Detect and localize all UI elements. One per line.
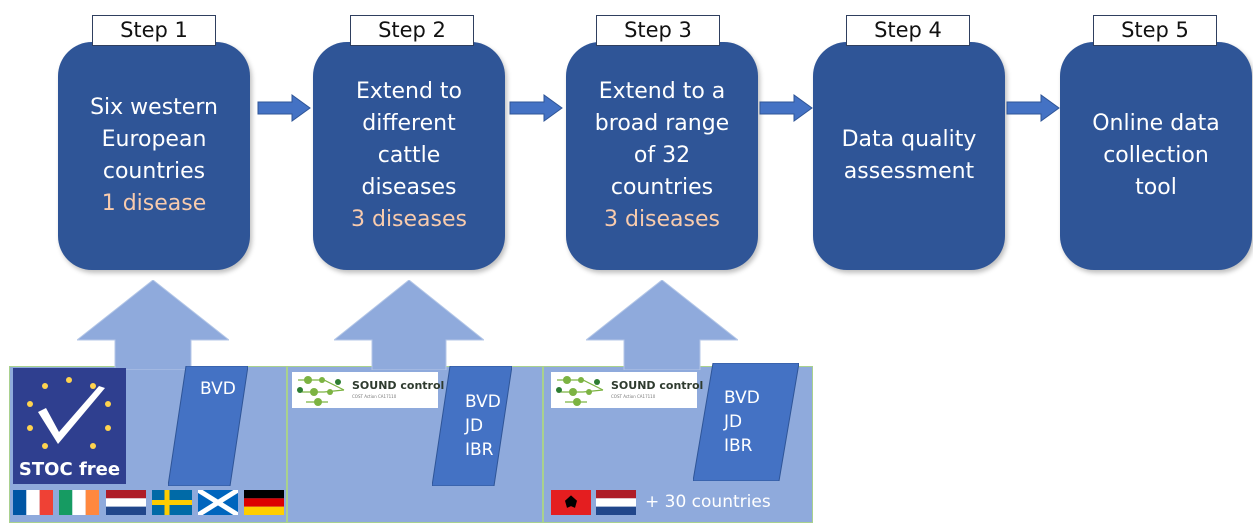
- flag-germany-icon: [244, 490, 284, 515]
- sound-control-logo: SOUND control COST Action CA17110: [551, 372, 703, 408]
- step-2-text: Extend to different cattle diseases: [355, 79, 463, 200]
- step-3-label: Step 3: [596, 15, 720, 46]
- step-5-label: Step 5: [1093, 15, 1217, 46]
- disease-list-2: BVD JD IBR: [465, 392, 501, 460]
- step-2-highlight: 3 diseases: [350, 207, 467, 232]
- step-4-box: Data quality assessment: [813, 42, 1005, 270]
- up-arrow-icon: [334, 280, 484, 370]
- step-2-label: Step 2: [350, 15, 474, 46]
- sound-control-subtitle: COST Action CA17110: [611, 394, 656, 399]
- network-icon: [297, 376, 345, 406]
- step-3-highlight: 3 diseases: [603, 207, 720, 232]
- right-arrow-icon: [509, 94, 563, 122]
- disease-box-3: [693, 363, 799, 481]
- step-1-box: Six western European countries 1 disease: [58, 42, 250, 270]
- right-arrow-icon: [1006, 94, 1060, 122]
- stoc-free-logo: STOC free: [13, 368, 126, 484]
- right-arrow-icon: [759, 94, 813, 122]
- step-5-text: Online data collection tool: [1092, 111, 1220, 200]
- sound-control-logo: SOUND control COST Action CA17110: [292, 372, 444, 408]
- sound-control-title: SOUND control: [611, 379, 704, 392]
- step-1-highlight: 1 disease: [101, 191, 207, 216]
- flag-scotland-icon: [198, 490, 238, 515]
- step-5-box: Online data collection tool: [1060, 42, 1252, 270]
- disease-list-1: BVD: [200, 379, 236, 399]
- flag-sweden-icon: [152, 490, 192, 515]
- right-arrow-icon: [257, 94, 311, 122]
- step-3-text: Extend to a broad range of 32 countries: [594, 79, 730, 200]
- stoc-free-text: STOC free: [18, 459, 121, 480]
- disease-box-2: [432, 366, 512, 486]
- flag-netherlands-icon: [106, 490, 146, 515]
- step-1-label: Step 1: [92, 15, 216, 46]
- sound-control-title: SOUND control: [352, 379, 445, 392]
- flag-france-icon: [13, 490, 53, 515]
- more-countries-text: + 30 countries: [645, 492, 771, 512]
- up-arrow-icon: [77, 280, 229, 370]
- flag-albania-icon: [551, 490, 591, 515]
- step-4-label: Step 4: [846, 15, 970, 46]
- step-4-text: Data quality assessment: [841, 127, 977, 184]
- sound-control-subtitle: COST Action CA17110: [352, 394, 397, 399]
- flag-netherlands-icon: [596, 490, 636, 515]
- step-3-box: Extend to a broad range of 32 countries 3…: [566, 42, 758, 270]
- checkmark-stars-icon: [27, 377, 111, 449]
- step-1-text: Six western European countries: [90, 95, 218, 184]
- disease-box-1: [168, 366, 248, 486]
- up-arrow-icon: [586, 280, 738, 370]
- disease-list-3: BVD JD IBR: [724, 388, 760, 456]
- network-icon: [556, 376, 604, 406]
- step-2-box: Extend to different cattle diseases 3 dis…: [313, 42, 505, 270]
- flag-ireland-icon: [59, 490, 99, 515]
